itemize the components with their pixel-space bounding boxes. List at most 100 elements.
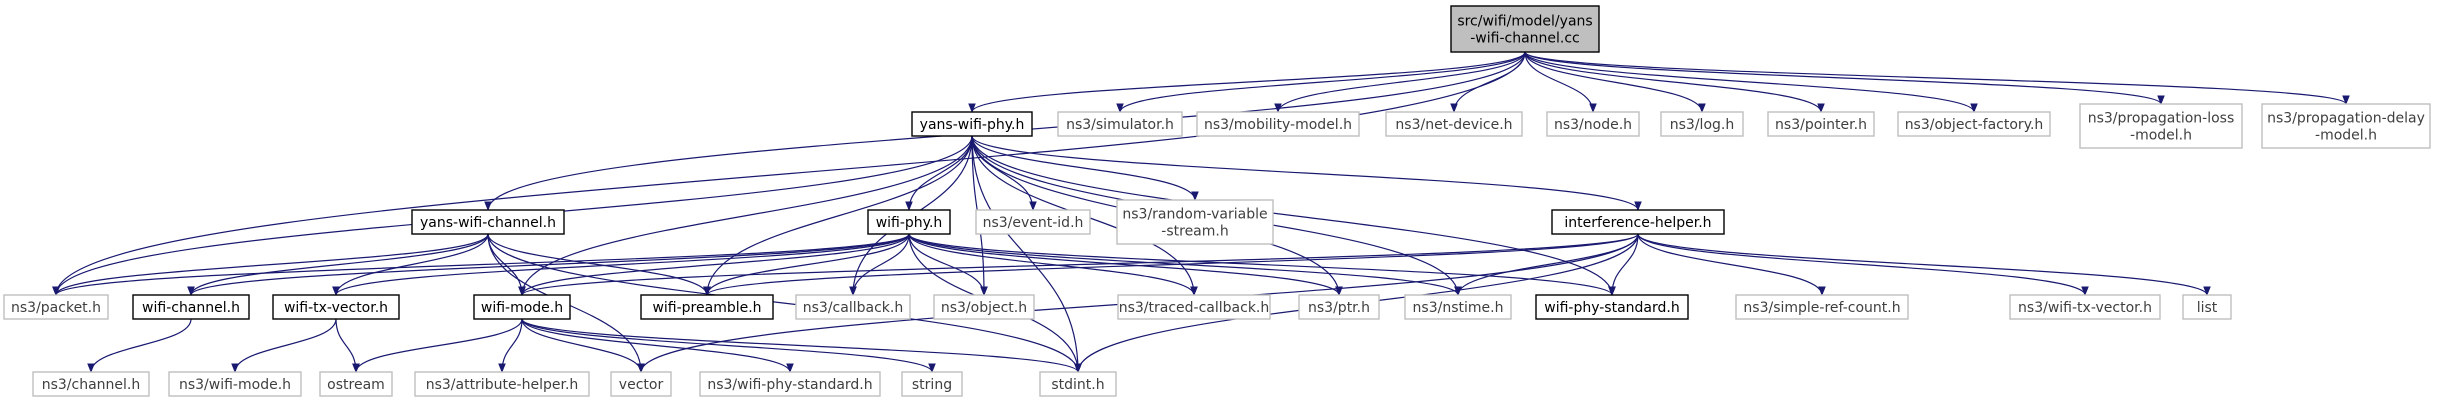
node-wifi-mode-label: wifi-mode.h [481,300,563,316]
node-root-label: -wifi-channel.cc [1470,31,1580,47]
node-simulator: ns3/simulator.h [1057,111,1183,137]
node-simple-ref-count-box [1735,294,1909,320]
node-wifi-channel[interactable]: wifi-channel.h [132,294,250,320]
node-wifi-channel-box [132,294,250,320]
node-mobility-model: ns3/mobility-model.h [1196,111,1360,137]
node-traced-callback: ns3/traced-callback.h [1117,294,1271,320]
node-ostream-box [319,371,393,397]
node-wifi-tx-vector-label: wifi-tx-vector.h [284,300,388,316]
edge-wifi-mode-to-vector [521,318,645,373]
node-object-label: ns3/object.h [941,300,1027,316]
edge-wifi-phy-to-wifi-mode [518,233,910,296]
edge-yans-wifi-phy-to-wifi-preamble [703,135,973,296]
edge-wifi-phy-to-object [908,233,988,296]
node-net-device-box [1385,111,1523,137]
edge-wifi-tx-vector-to-ns3-wifi-mode [231,318,337,373]
node-callback-box [795,294,911,320]
node-packet-box [3,294,109,320]
node-wifi-phy-label: wifi-phy.h [876,215,943,231]
node-wifi-mode[interactable]: wifi-mode.h [473,294,571,320]
node-stdint-label: stdint.h [1051,377,1104,393]
node-nstime-label: ns3/nstime.h [1413,300,1504,316]
node-node: ns3/node.h [1546,111,1640,137]
node-propagation-delay-label: ns3/propagation-delay [2267,111,2425,127]
node-wifi-preamble-label: wifi-preamble.h [652,300,761,316]
node-attribute-helper-box [414,371,590,397]
edge-root-to-mobility-model [1274,51,1526,113]
node-object-factory: ns3/object-factory.h [1897,111,2051,137]
node-vector-label: vector [619,377,664,393]
node-packet-label: ns3/packet.h [11,300,101,316]
edge-wifi-phy-to-wifi-tx-vector [332,233,910,296]
node-wifi-phy-standard[interactable]: wifi-phy-standard.h [1535,294,1689,320]
node-channel-label: ns3/channel.h [42,377,141,393]
node-wifi-tx-vector-box [272,294,400,320]
node-yans-wifi-phy[interactable]: yans-wifi-phy.h [911,111,1033,137]
node-wifi-phy-standard-box [1535,294,1689,320]
edge-yans-wifi-phy-to-wifi-mode [518,135,973,296]
node-node-box [1546,111,1640,137]
edge-wifi-phy-to-ptr [908,233,1343,296]
node-root[interactable]: src/wifi/model/yans-wifi-channel.cc [1450,5,1600,53]
node-propagation-delay-label: -model.h [2315,128,2377,144]
edge-interference-helper-to-wifi-phy-standard [1608,233,1639,296]
node-wifi-phy[interactable]: wifi-phy.h [867,209,951,235]
node-channel: ns3/channel.h [32,371,150,397]
edge-root-to-packet [52,51,1526,296]
node-ns3-wifi-phy-standard: ns3/wifi-phy-standard.h [699,371,881,397]
node-object-factory-label: ns3/object-factory.h [1905,117,2044,133]
edge-interference-helper-to-simple-ref-count [1637,233,1826,296]
node-yans-wifi-channel[interactable]: yans-wifi-channel.h [411,209,565,235]
node-pointer-label: ns3/pointer.h [1775,117,1867,133]
node-ns3-wifi-tx-vector-label: ns3/wifi-tx-vector.h [2018,300,2152,316]
node-wifi-tx-vector[interactable]: wifi-tx-vector.h [272,294,400,320]
edge-root-to-propagation-loss [1524,51,2165,105]
node-root-box [1450,5,1600,53]
node-simple-ref-count-label: ns3/simple-ref-count.h [1743,300,1900,316]
node-yans-wifi-phy-box [911,111,1033,137]
node-wifi-mode-box [473,294,571,320]
node-random-variable: ns3/random-variable-stream.h [1116,199,1274,245]
node-traced-callback-box [1117,294,1271,320]
edge-interference-helper-to-ns3-wifi-tx-vector [1637,233,2089,296]
edge-root-to-yans-wifi-phy [968,51,1526,113]
node-ptr-label: ns3/ptr.h [1308,300,1370,316]
node-list-box [2182,294,2232,320]
dependency-nodes: src/wifi/model/yans-wifi-channel.cc yans-… [3,5,2431,397]
edge-yans-wifi-channel-to-wifi-channel [187,233,489,296]
edge-yans-wifi-channel-to-wifi-tx-vector [332,233,489,296]
node-log-label: ns3/log.h [1670,117,1734,133]
edge-wifi-mode-to-stdint [521,318,1082,373]
node-root-label: src/wifi/model/yans [1457,14,1592,30]
node-random-variable-label: -stream.h [1161,224,1228,240]
node-ns3-wifi-mode-box [168,371,302,397]
node-list-label: list [2197,300,2218,316]
node-yans-wifi-channel-label: yans-wifi-channel.h [420,215,556,231]
node-simple-ref-count: ns3/simple-ref-count.h [1735,294,1909,320]
edge-root-to-pointer [1524,51,1825,113]
edge-wifi-mode-to-string [521,318,936,373]
node-propagation-delay-box [2261,103,2431,149]
node-node-label: ns3/node.h [1554,117,1632,133]
node-random-variable-box [1116,199,1274,245]
node-nstime-box [1404,294,1512,320]
node-interference-helper[interactable]: interference-helper.h [1551,209,1725,235]
edge-wifi-phy-to-traced-callback [908,233,1198,296]
node-ptr-box [1298,294,1380,320]
node-propagation-loss-label: -model.h [2130,128,2192,144]
edge-wifi-phy-to-callback [849,233,910,296]
node-object: ns3/object.h [933,294,1035,320]
node-object-factory-box [1897,111,2051,137]
node-stdint-box [1039,371,1117,397]
node-ns3-wifi-phy-standard-box [699,371,881,397]
node-callback: ns3/callback.h [795,294,911,320]
node-log: ns3/log.h [1660,111,1744,137]
edge-root-to-simulator [1116,51,1526,113]
edge-root-to-propagation-delay [1524,51,2350,105]
node-interference-helper-label: interference-helper.h [1564,215,1711,231]
node-wifi-preamble[interactable]: wifi-preamble.h [640,294,774,320]
edge-wifi-phy-to-packet [52,233,910,296]
node-interference-helper-box [1551,209,1725,235]
node-nstime: ns3/nstime.h [1404,294,1512,320]
